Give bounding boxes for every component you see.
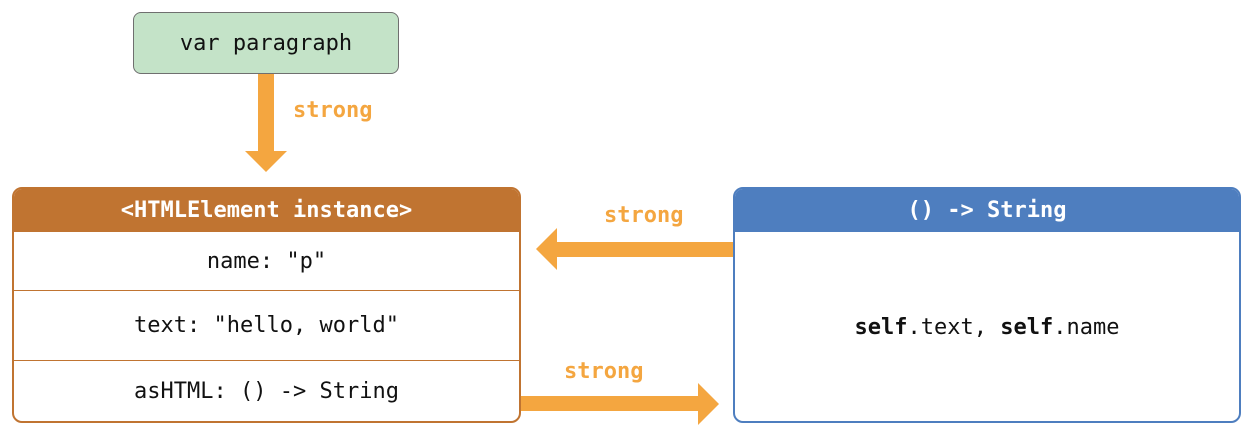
variable-label: var paragraph [179,30,353,56]
instance-property-name: name: "p" [14,232,519,291]
arrow-var-to-instance [245,74,287,172]
closure-keyword-self: self [1000,315,1054,340]
closure-code-text: .text, [907,315,1001,340]
instance-property-text: text: "hello, world" [14,290,519,361]
arrow-label-var-to-instance: strong [293,98,373,123]
property-label: asHTML: () -> String [134,379,399,404]
arrow-instance-to-closure [521,383,719,425]
property-label: name: "p" [206,248,327,274]
property-label: text: "hello, world" [134,312,399,338]
closure-code-name: .name [1053,315,1120,340]
instance-property-ashtml: asHTML: () -> String [14,360,519,421]
instance-title: <HTMLElement instance> [14,189,519,232]
closure-keyword-self: self [854,315,908,340]
variable-box: var paragraph [133,12,399,74]
arrow-label-instance-to-closure: strong [564,359,644,384]
arrow-label-closure-to-instance: strong [604,203,684,228]
closure-body: self.text, self.name [735,232,1239,421]
arrow-closure-to-instance [536,228,733,270]
closure-box: () -> String self.text, self.name [733,187,1241,423]
closure-title: () -> String [735,189,1239,232]
instance-box: <HTMLElement instance> name: "p" text: "… [12,187,521,423]
